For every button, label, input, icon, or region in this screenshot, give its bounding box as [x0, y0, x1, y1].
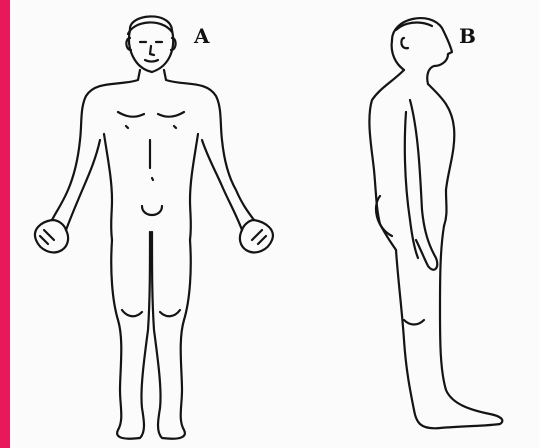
figure-b-label: B [459, 26, 476, 46]
figure-a-label: A [194, 26, 210, 46]
